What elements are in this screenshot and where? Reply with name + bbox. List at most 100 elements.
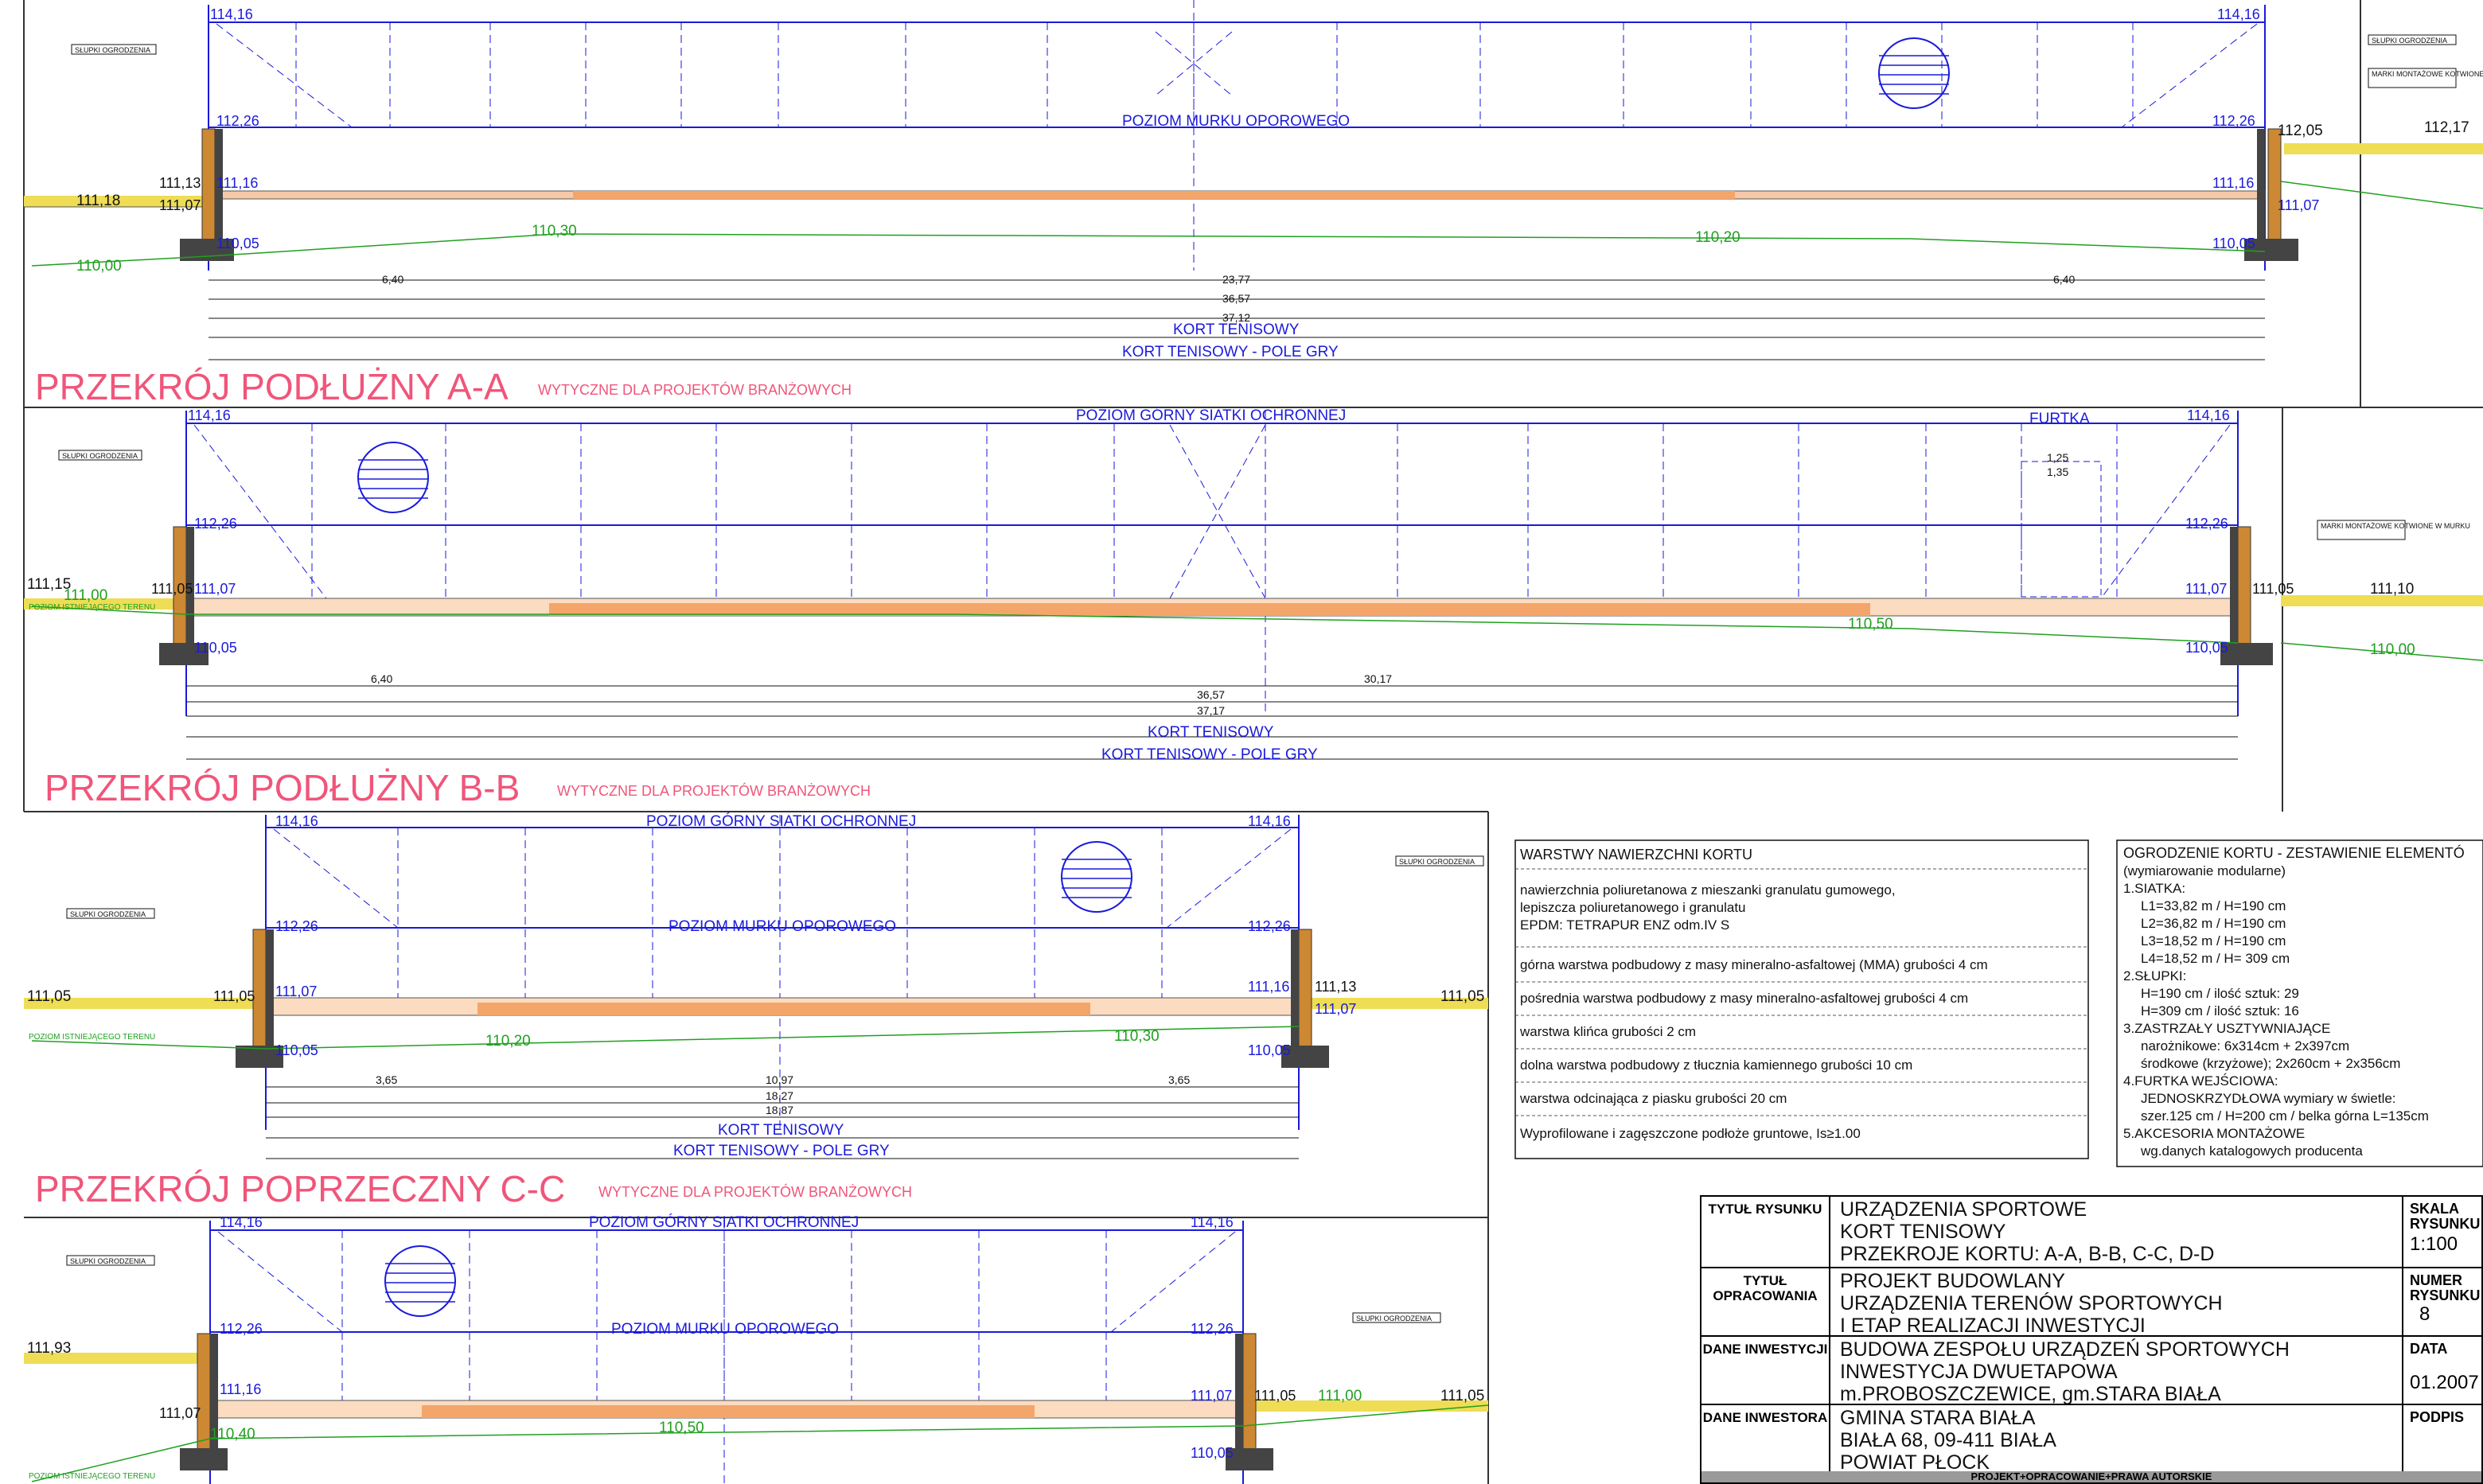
dane-inwestora-value: GMINA STARA BIAŁA BIAŁA 68, 09-411 BIAŁA… [1840,1407,2056,1474]
a-elev-111-07-left: 111,07 [159,197,201,213]
layer-item-7: warstwa odcinająca z piasku grubości 20 … [1519,1091,1787,1106]
b-elev-114-right: 114,16 [2187,407,2230,423]
b-elev-112-left: 112,26 [194,516,237,532]
a-elev-114-right: 114,16 [2217,6,2260,22]
c-murek-label: POZIOM MURKU OPOROWEGO [668,918,896,935]
b-elev-111-07-right: 111,07 [2185,581,2227,597]
a-elev-112-17: 112,17 [2424,119,2469,136]
c-pole-label: KORT TENISOWY - POLE GRY [673,1143,890,1159]
layer-item-1: lepiszcza poliuretanowego i granulatu [1520,900,1746,915]
data-label: DATA [2402,1337,2483,1404]
b-siatka-label: POZIOM GÓRNY SIATKI OCHRONNEJ [1076,407,1346,424]
podpis-label: PODPIS [2402,1405,2483,1474]
dane-inwestycji-line2: INWESTYCJA DWUETAPOWA [1840,1361,2118,1383]
title-block-footer: PROJEKT+OPRACOWANIE+PRAWA AUTORSKIE [1701,1471,2481,1482]
panel-frames [23,0,2483,1484]
a-elev-111-18: 111,18 [76,193,120,209]
a-dim-3712: 37,12 [1222,311,1250,324]
d-elev-114-left: 114,16 [220,1214,263,1230]
d-elev-111-07-left: 111,07 [159,1405,201,1421]
dane-inwestycji-line3: m.PROBOSZCZEWICE, gm.STARA BIAŁA [1840,1383,2221,1405]
c-elev-114-right: 114,16 [1248,813,1291,829]
fence-line-12: 4.FURTKA WEJŚCIOWA: [2123,1073,2278,1089]
numer-rysunku-label: NUMER RYSUNKU [2402,1268,2483,1335]
section-c-subtitle: WYTYCZNE DLA PROJEKTÓW BRANŻOWYCH [598,1183,912,1200]
fence-line-16: wg.danych katalogowych producenta [2140,1143,2363,1159]
fence-line-5: L4=18,52 m / H= 309 cm [2141,951,2290,966]
d-elev-110-40: 110,40 [210,1426,255,1443]
b-elev-110-00: 110,00 [2370,641,2415,658]
fence-line-4: L3=18,52 m / H=190 cm [2141,933,2286,948]
d-elev-112-right: 112,26 [1191,1321,1234,1337]
d-elev-114-right: 114,16 [1191,1214,1234,1230]
tytul-opracowania-label: TYTUŁ OPRACOWANIA [1701,1268,1830,1335]
section-b-subtitle: WYTYCZNE DLA PROJEKTÓW BRANŻOWYCH [557,782,871,799]
b-elev-112-right: 112,26 [2185,516,2228,532]
b-terrain-label: POZIOM ISTNIEJĄCEGO TERENU [29,603,155,612]
c-elev-112-left: 112,26 [275,918,318,934]
c-elev-111-05-left: 111,05 [27,988,71,1005]
c-elev-111-13: 111,13 [1315,979,1356,995]
section-c-title: PRZEKRÓJ POPRZECZNY C-C [35,1168,565,1209]
b-dim-640: 6,40 [371,672,392,685]
d-siatka-label: POZIOM GÓRNY SIATKI OCHRONNEJ [589,1213,859,1231]
tytul-rysunku-label: TYTUŁ RYSUNKU [1701,1197,1830,1267]
d-tag-slupki-right: SŁUPKI OGRODZENIA [1356,1315,1432,1322]
c-kort-label: KORT TENISOWY [718,1122,844,1139]
tytul-rysunku-line1: URZĄDZENIA SPORTOWE [1840,1198,2087,1221]
b-dim-3017: 30,17 [1364,672,1392,685]
section-a-title: PRZEKRÓJ PODŁUŻNY A-A [35,366,509,407]
a-elev-111-13: 111,13 [159,175,201,191]
b-elev-111-05-left: 111,05 [151,581,193,597]
b-elev-111-05-right: 111,05 [2252,581,2294,597]
layers-title: WARSTWY NAWIERZCHNI KORTU [1520,847,1752,863]
skala-label: SKALA RYSUNKU [2402,1197,2483,1267]
b-elev-110-05-right: 110,05 [2185,640,2228,656]
layer-item-5: warstwa klińca grubości 2 cm [1519,1024,1696,1039]
a-tag-marki: MARKI MONTAŻOWE KOTWIONE W MURKU [2372,70,2483,78]
fence-line-6: 2.SŁUPKI: [2123,968,2186,983]
d-terrain-label: POZIOM ISTNIEJĄCEGO TERENU [29,1472,155,1481]
section-a: 114,16 114,16 POZIOM MURKU OPOROWEGO 112… [24,0,2483,407]
dane-inwestora-line1: GMINA STARA BIAŁA [1840,1407,2036,1429]
layer-item-4: pośrednia warstwa podbudowy z masy miner… [1520,991,1968,1006]
a-murek-label: POZIOM MURKU OPOROWEGO [1122,113,1350,130]
fence-line-7: H=190 cm / ilość sztuk: 29 [2141,986,2299,1001]
fence-line-3: L2=36,82 m / H=190 cm [2141,916,2286,931]
c-dim-365-right: 3,65 [1168,1073,1190,1086]
fence-line-0: (wymiarowanie modularne) [2123,863,2286,878]
b-elev-110-50: 110,50 [1848,616,1893,633]
dane-inwestycji-label: DANE INWESTYCJI [1701,1337,1830,1404]
d-elev-111-16: 111,16 [220,1381,261,1397]
data-value: 01.2007 [2410,1372,2479,1393]
b-elev-110-05-left: 110,05 [194,640,237,656]
b-dim-3717: 37,17 [1197,704,1225,717]
d-elev-111-05-right: 111,05 [1440,1388,1484,1404]
tytul-opracowania-line3: I ETAP REALIZACJI INWESTYCJI [1840,1315,2146,1337]
layer-item-3: górna warstwa podbudowy z masy mineralno… [1520,957,1988,972]
fence-line-8: H=309 cm / ilość sztuk: 16 [2141,1003,2299,1019]
c-elev-111-07-right: 111,07 [1315,1001,1356,1017]
c-elev-111-05-mid: 111,05 [213,988,255,1004]
c-elev-111-07: 111,07 [275,983,317,999]
c-elev-112-right: 112,26 [1248,918,1291,934]
skala-value: 1:100 [2410,1233,2458,1255]
a-elev-110-30: 110,30 [532,223,577,240]
c-tag-slupki-right: SŁUPKI OGRODZENIA [1399,858,1475,866]
c-elev-110-05-left: 110,05 [275,1042,318,1058]
c-terrain-label: POZIOM ISTNIEJĄCEGO TERENU [29,1033,155,1042]
title-block-row-drawing: TYTUŁ RYSUNKU URZĄDZENIA SPORTOWE KORT T… [1701,1197,2481,1268]
fence-line-15: 5.AKCESORIA MONTAŻOWE [2123,1126,2305,1141]
layers-table: WARSTWY NAWIERZCHNI KORTU nawierzchnia p… [1514,839,2089,1159]
tytul-rysunku-line3: PRZEKROJE KORTU: A-A, B-B, C-C, D-D [1840,1243,2215,1265]
numer-rysunku-value: 8 [2419,1303,2430,1325]
c-dim-365-left: 3,65 [376,1073,397,1086]
a-pole-label: KORT TENISOWY - POLE GRY [1122,344,1339,360]
b-kort-label: KORT TENISOWY [1148,724,1274,741]
section-a-subtitle: WYTYCZNE DLA PROJEKTÓW BRANŻOWYCH [538,381,852,398]
layer-item-8: Wyprofilowane i zagęszczone podłoże grun… [1520,1126,1861,1141]
a-elev-111-07: 111,07 [2278,197,2319,213]
a-kort-label: KORT TENISOWY [1173,321,1300,338]
a-elev-114-left: 114,16 [210,6,253,22]
